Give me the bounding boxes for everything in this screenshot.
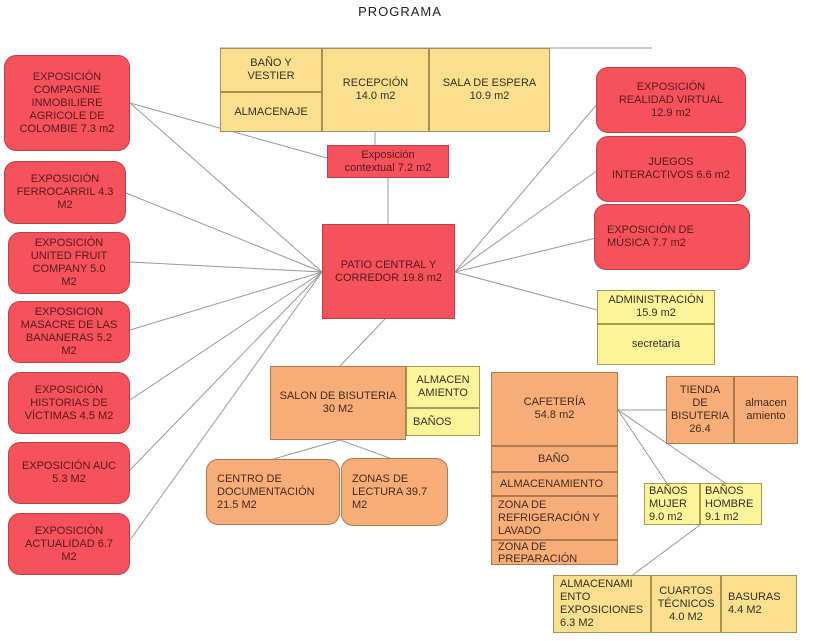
connector-juegos-patio	[454, 169, 599, 273]
exposicion-auc-box: EXPOSICIÓN AUC 5.3 M2	[8, 442, 130, 504]
zona-refrigeracion-box: ZONA DE REFRIGERACIÓN Y LAVADO	[491, 496, 618, 540]
bano-cafeteria-box: BAÑO	[491, 446, 618, 472]
connector-actualidad-patio	[129, 271, 323, 541]
basuras-box: BASURAS 4.4 M2	[721, 575, 797, 633]
zonas-lectura-box: ZONAS DE LECTURA 39.7 M2	[341, 458, 448, 526]
zona-preparacion-box: ZONA DE PREPARACIÓN	[491, 540, 618, 565]
almacenaje-box: ALMACENAJE	[220, 92, 322, 132]
connector-musica-patio	[454, 237, 597, 273]
administracion-box: ADMINISTRACIÓN 15.9 m2	[597, 290, 715, 324]
connector-cafe-banosmujer	[617, 409, 669, 486]
recepcion-box: RECEPCIÓN 14.0 m2	[322, 48, 429, 132]
connector-admin-patio	[454, 271, 598, 311]
diagram-title: PROGRAMA	[358, 4, 442, 19]
connector-patio-salon	[339, 318, 386, 367]
connector-unitedfruit-patio	[129, 261, 323, 273]
exposicion-realidad-virtual-box: EXPOSICIÓN REALIDAD VIRTUAL 12.9 m2	[596, 67, 746, 133]
almacenamiento-bisuteria-box: ALMACEN AMIENTO	[406, 366, 480, 408]
banos-hombre-box: BAÑOS HOMBRE 9.1 m2	[700, 483, 762, 525]
centro-documentacion-box: CENTRO DE DOCUMENTACIÓN 21.5 M2	[206, 459, 340, 525]
almacenamiento-cafeteria-box: ALMACENAMIENTO	[491, 472, 618, 496]
connector-salon-centro	[269, 439, 341, 461]
connector-compagnie-patio	[129, 102, 323, 273]
connector-realidad-patio	[454, 102, 599, 273]
salon-bisuteria-box: SALON DE BISUTERIA 30 M2	[270, 366, 406, 440]
sala-espera-box: SALA DE ESPERA 10.9 m2	[429, 48, 550, 132]
exposicion-actualidad-box: EXPOSICIÓN ACTUALIDAD 6.7 M2	[8, 513, 130, 575]
bano-vestier-box: BAÑO Y VESTIER	[220, 48, 322, 92]
connector-auc-patio	[129, 271, 323, 471]
patio-central-box: PATIO CENTRAL Y CORREDOR 19.8 m2	[322, 224, 455, 319]
connector-salon-zonas	[339, 439, 396, 461]
juegos-interactivos-box: JUEGOS INTERACTIVOS 6.6 m2	[596, 136, 746, 202]
exposicion-musica-box: EXPOSICIÓN DE MÚSICA 7.7 m2	[594, 204, 750, 270]
almacenamiento-tienda-box: almacen amiento	[734, 376, 798, 444]
connector-cafe-banoshombre	[617, 409, 729, 486]
tienda-bisuteria-box: TIENDA DE BISUTERIA 26.4	[666, 376, 734, 444]
exposicion-united-fruit-box: EXPOSICIÓN UNITED FRUIT COMPANY 5.0 M2	[8, 232, 130, 294]
secretaria-box: secretaria	[597, 324, 715, 365]
cafeteria-box: CAFETERÍA 54.8 m2	[491, 372, 618, 446]
connector-historias-patio	[129, 271, 323, 401]
exposicion-historias-box: EXPOSICIÓN HISTORIAS DE VÍCTIMAS 4.5 M2	[8, 372, 130, 434]
connector-banos-almacen	[629, 524, 701, 578]
connector-masacre-patio	[129, 271, 323, 331]
banos-mujer-box: BAÑOS MUJER 9.0 m2	[644, 483, 700, 525]
banos-bisuteria-box: BAÑOS	[406, 408, 480, 436]
cuartos-tecnicos-box: CUARTOS TÉCNICOS 4.0 M2	[651, 575, 721, 633]
exposicion-masacre-box: EXPOSICION MASACRE DE LAS BANANERAS 5.2 …	[8, 301, 130, 363]
connector-ferrocarril-patio	[125, 192, 323, 273]
exposicion-compagnie-box: EXPOSICIÓN COMPAGNIE INMOBILIERE AGRICOL…	[4, 55, 130, 151]
almacenamiento-exposiciones-box: ALMACENAMI ENTO EXPOSICIONES 6.3 M2	[553, 575, 651, 633]
exposicion-ferrocarril-box: EXPOSICIÓN FERROCARRIL 4.3 M2	[4, 161, 126, 224]
exposicion-contextual-box: Exposición contextual 7.2 m2	[327, 145, 449, 178]
